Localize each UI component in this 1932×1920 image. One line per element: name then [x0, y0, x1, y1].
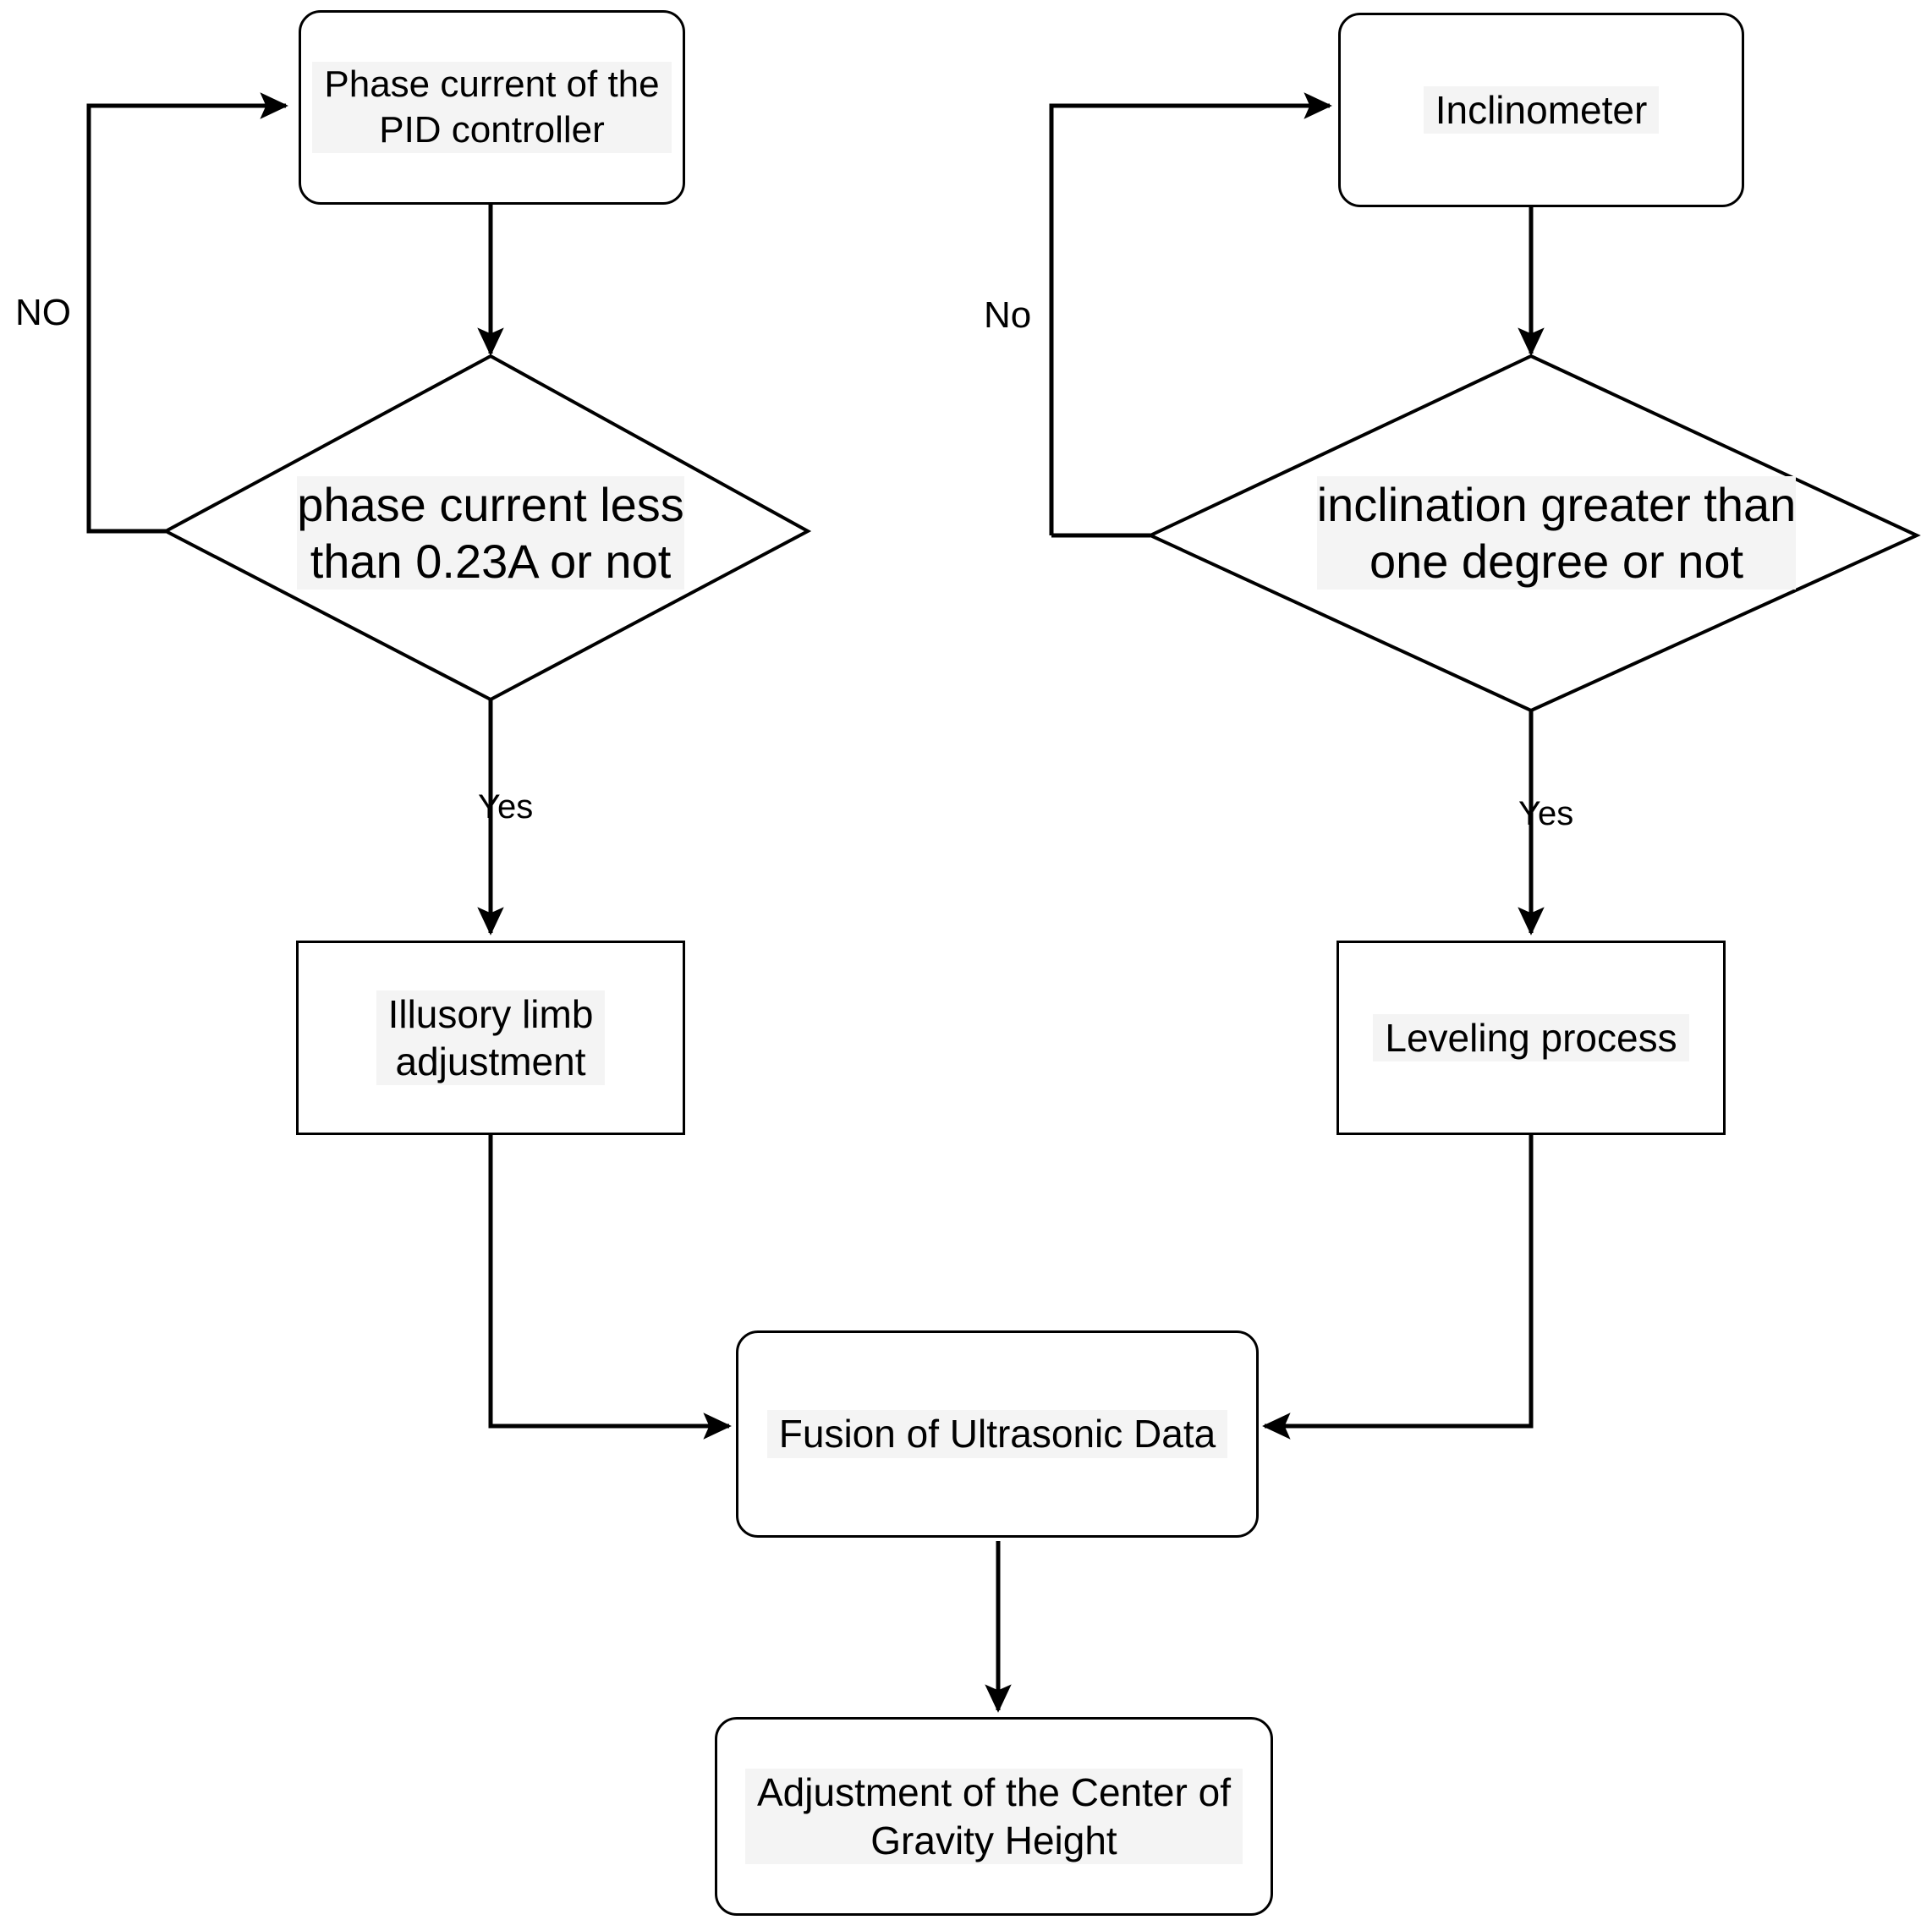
shape-inclination-diamond — [1146, 354, 1921, 713]
edge-inclination-decision-no-loop — [1049, 92, 1332, 535]
node-cog-adjustment[interactable]: Adjustment of the Center of Gravity Heig… — [715, 1717, 1273, 1916]
shape-phase-current-diamond — [162, 354, 812, 702]
node-illusory-limb-label: Illusory limb adjustment — [376, 990, 606, 1086]
node-phase-current-source[interactable]: Phase current of the PID controller — [299, 10, 685, 205]
edge-label-left-no: NO — [15, 292, 71, 333]
node-fusion-of-ultrasonic-data[interactable]: Fusion of Ultrasonic Data — [736, 1330, 1259, 1538]
node-cog-adjustment-label: Adjustment of the Center of Gravity Heig… — [745, 1769, 1243, 1864]
node-illusory-limb[interactable]: Illusory limb adjustment — [296, 941, 685, 1135]
node-inclinometer-source-label: Inclinometer — [1423, 85, 1660, 134]
edge-label-right-yes: Yes — [1518, 795, 1574, 832]
edge-phase-decision-no-loop — [86, 92, 288, 534]
node-leveling-process[interactable]: Leveling process — [1336, 941, 1726, 1135]
edge-label-right-no: No — [984, 294, 1032, 336]
edge-label-left-yes: Yes — [478, 788, 534, 826]
node-fusion-of-ultrasonic-data-label: Fusion of Ultrasonic Data — [766, 1410, 1228, 1458]
node-phase-current-source-label: Phase current of the PID controller — [312, 62, 672, 153]
node-inclinometer-source[interactable]: Inclinometer — [1338, 13, 1744, 207]
edge-illusory-to-fusion — [488, 1135, 732, 1440]
node-leveling-process-label: Leveling process — [1373, 1013, 1689, 1062]
edge-leveling-to-fusion — [1262, 1135, 1534, 1440]
